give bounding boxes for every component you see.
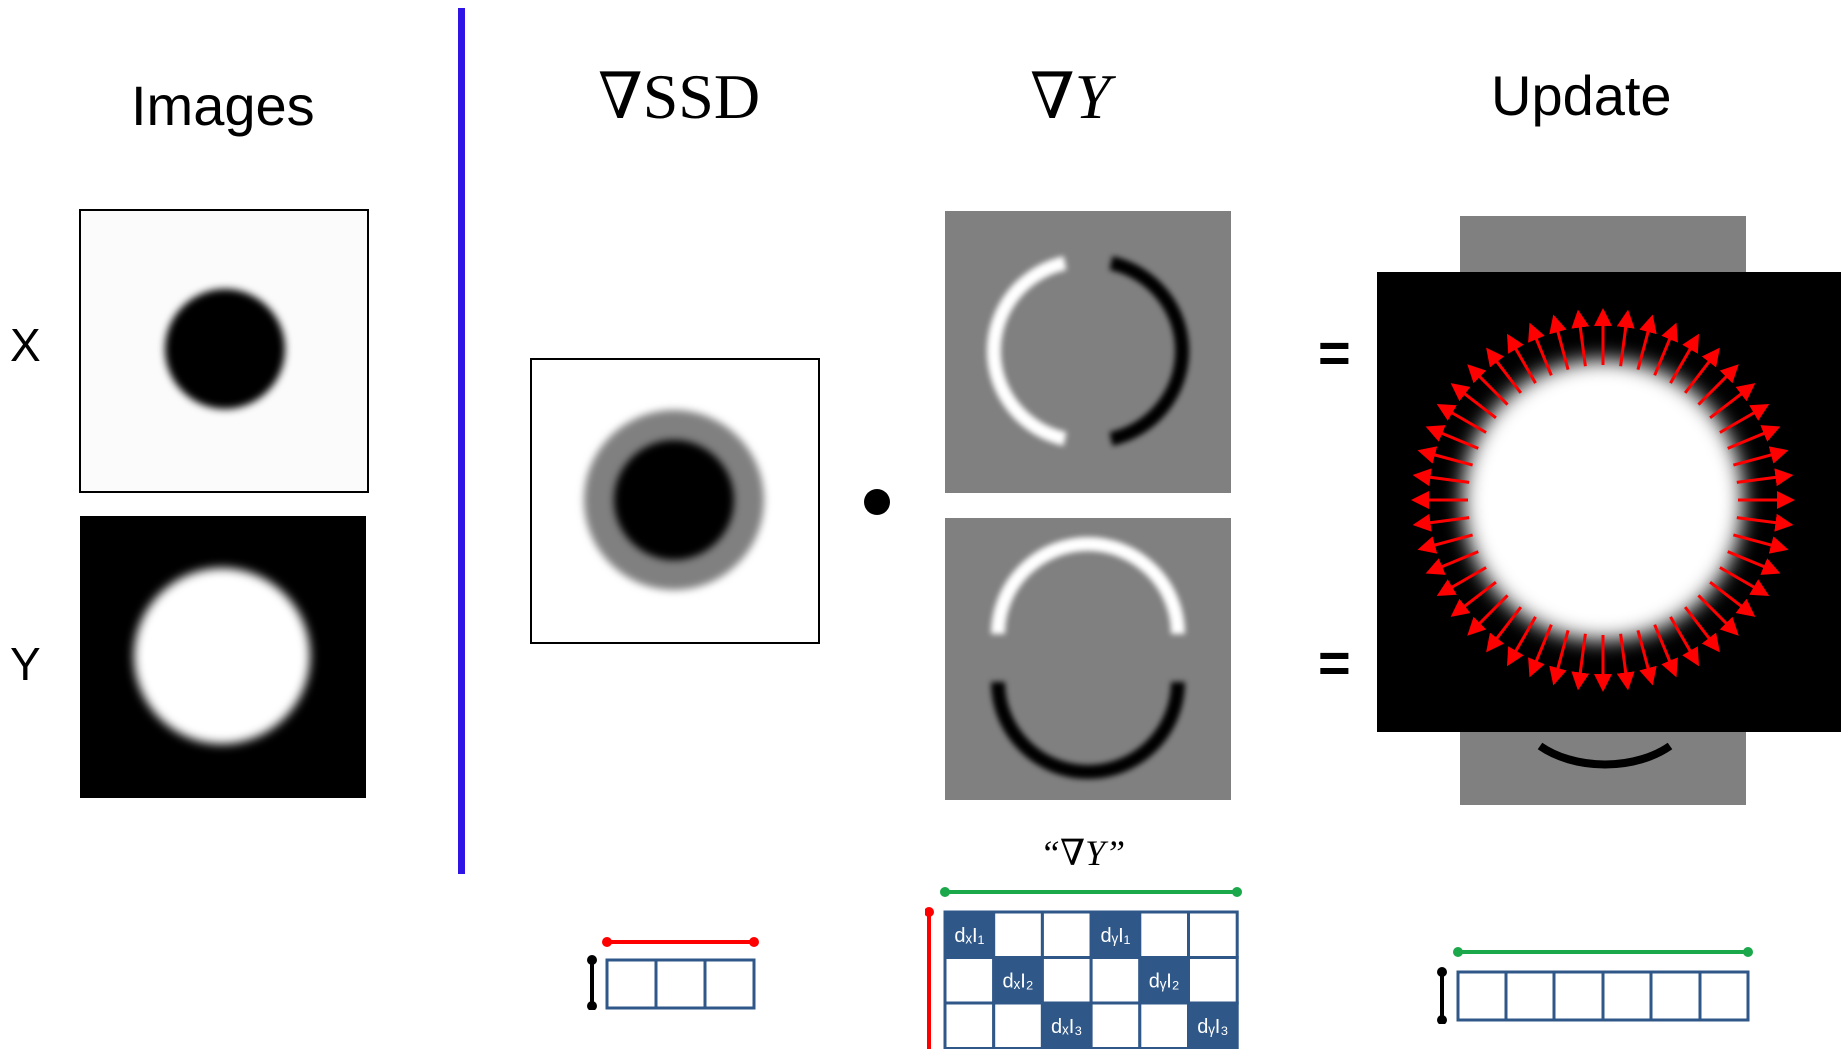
- matrix-cell-label: dᵧI₂: [1149, 970, 1180, 992]
- update-arrow: [1719, 566, 1770, 597]
- jacobian-matrix: dₓI₁ dᵧI₁ dₓI₂ dᵧI₂ dₓI₃ dᵧI₃: [924, 880, 1245, 1050]
- ssd-row-vector: [587, 937, 759, 1010]
- matrix-cell-filled: [1187, 1001, 1239, 1050]
- matrix-cell-empty: [943, 1001, 996, 1050]
- update-arrow: [1636, 314, 1657, 370]
- equals-bottom: =: [1318, 631, 1351, 694]
- update-arrow: [1467, 364, 1509, 406]
- update-arrow: [1616, 633, 1635, 691]
- update-arrow: [1486, 347, 1523, 394]
- update-arrow: [1669, 616, 1700, 667]
- update-arrow: [1697, 594, 1739, 636]
- matrix-cell-empty: [1040, 910, 1093, 959]
- update-arrow: [1467, 594, 1509, 636]
- update-arrow: [1653, 624, 1678, 678]
- update-arrow: [1486, 606, 1523, 653]
- matrix-cell-empty: [1089, 1001, 1142, 1050]
- matrix-cell-empty: [1187, 910, 1239, 959]
- ssd-gradient-image: [530, 358, 820, 644]
- matrix-cell-label: dₓI₂: [1003, 970, 1034, 992]
- update-arrow: [1417, 533, 1473, 554]
- update-arrow: [1571, 309, 1590, 367]
- update-arrow: [1727, 425, 1781, 450]
- update-arrow: [1709, 383, 1756, 420]
- update-arrow: [1571, 633, 1590, 691]
- update-arrow: [1733, 446, 1789, 467]
- update-arrow: [1653, 322, 1678, 376]
- update-arrow: [1549, 630, 1570, 686]
- update-arrow: [1549, 314, 1570, 370]
- update-arrow: [1436, 566, 1487, 596]
- matrix-cell-empty: [943, 956, 996, 1005]
- update-arrow: [1425, 550, 1479, 575]
- update-arrow: [1719, 403, 1770, 434]
- update-row-vector: [1437, 947, 1753, 1024]
- update-arrow: [1506, 616, 1537, 667]
- update-arrow: [1417, 446, 1473, 467]
- gradient-x-image: [945, 211, 1231, 493]
- update-arrow: [1636, 630, 1657, 686]
- ssd-gradient-heading: ∇SSD: [598, 61, 761, 132]
- update-arrow: [1528, 322, 1553, 376]
- update-arrow: [1425, 425, 1479, 450]
- dot-product-operator: [864, 489, 890, 515]
- update-arrow: [1436, 404, 1487, 434]
- update-arrow: [1733, 533, 1789, 554]
- x-row-label: X: [10, 319, 41, 371]
- y-gradient-heading: ∇Y: [1030, 61, 1111, 132]
- update-arrow: [1616, 309, 1635, 367]
- y-row-label: Y: [10, 638, 41, 690]
- update-arrow: [1736, 468, 1794, 487]
- update-arrow: [1736, 513, 1794, 532]
- images-heading: Images: [131, 74, 315, 137]
- equals-top: =: [1318, 321, 1351, 384]
- update-arrow: [1669, 333, 1699, 384]
- update-arrow: [1683, 347, 1720, 394]
- matrix-cell-label: dₓI₃: [1051, 1016, 1082, 1038]
- matrix-cell-label: dᵧI₃: [1197, 1016, 1228, 1038]
- update-arrow: [1697, 364, 1739, 406]
- update-heading: Update: [1491, 64, 1672, 127]
- update-arrow: [1709, 580, 1756, 617]
- matrix-cell-empty: [1138, 910, 1191, 959]
- update-arrow: [1683, 606, 1720, 653]
- matrix-cell-empty: [1138, 1001, 1191, 1050]
- update-arrow: [1450, 383, 1497, 420]
- gradient-y-image: [945, 518, 1231, 800]
- update-arrow: [1450, 580, 1497, 617]
- update-arrow: [1412, 513, 1470, 532]
- matrix-cell-empty: [1089, 956, 1142, 1005]
- matrix-cell-label: dₓI₁: [954, 925, 984, 947]
- image-x: [79, 209, 369, 493]
- update-vector-field: [1377, 272, 1841, 732]
- matrix-cell-label: dᵧI₁: [1101, 925, 1131, 947]
- section-divider: [458, 8, 465, 874]
- matrix-cell-empty: [992, 910, 1044, 959]
- matrix-cell-empty: [992, 1001, 1044, 1050]
- matrix-cell-empty: [1040, 956, 1093, 1005]
- grad-y-caption: “∇Y”: [1040, 833, 1126, 873]
- image-y: [80, 516, 366, 798]
- update-arrow: [1507, 333, 1537, 384]
- matrix-cell-empty: [1187, 956, 1239, 1005]
- update-arrow: [1727, 550, 1781, 575]
- update-arrow: [1528, 624, 1553, 678]
- update-arrow: [1412, 468, 1470, 487]
